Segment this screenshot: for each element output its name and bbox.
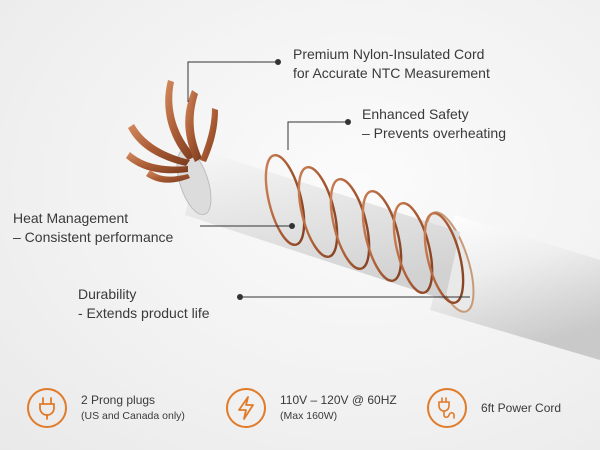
- plug-icon: [27, 388, 67, 428]
- callout-heat: Heat Management – Consistent performance: [13, 209, 173, 247]
- callout-safety-line1: Enhanced Safety: [362, 106, 469, 122]
- feature-cord: 6ft Power Cord: [427, 378, 561, 438]
- callout-cord-line2: for Accurate NTC Measurement: [293, 65, 490, 81]
- callout-durability-line1: Durability: [78, 286, 137, 302]
- feature-voltage-subtitle: (Max 160W): [280, 410, 338, 422]
- callout-cord: Premium Nylon-Insulated Cord for Accurat…: [293, 45, 490, 83]
- feature-voltage-title: 110V – 120V @ 60HZ: [280, 393, 397, 407]
- copper-coil: [264, 153, 465, 305]
- callout-cord-line1: Premium Nylon-Insulated Cord: [293, 46, 485, 62]
- callout-safety: Enhanced Safety – Prevents overheating: [362, 105, 506, 143]
- lightning-icon: [226, 388, 266, 428]
- callout-heat-line2: – Consistent performance: [13, 229, 174, 245]
- callout-safety-line2: – Prevents overheating: [362, 125, 506, 141]
- heating-cable-graphic: [126, 59, 600, 360]
- power-cord-icon: [427, 388, 467, 428]
- callout-durability-line2: - Extends product life: [78, 305, 210, 321]
- feature-voltage: 110V – 120V @ 60HZ (Max 160W): [226, 378, 397, 438]
- inner-tube: [176, 148, 460, 300]
- feature-cord-title: 6ft Power Cord: [481, 401, 562, 415]
- callout-heat-line1: Heat Management: [13, 210, 129, 226]
- feature-plug-subtitle: (US and Canada only): [81, 410, 185, 422]
- feature-plug-title: 2 Prong plugs: [81, 393, 156, 407]
- callout-leaders: [187, 59, 470, 300]
- callout-durability: Durability - Extends product life: [78, 285, 210, 323]
- feature-bar: 2 Prong plugs (US and Canada only) 110V …: [0, 368, 600, 450]
- feature-plug: 2 Prong plugs (US and Canada only): [27, 378, 185, 438]
- copper-strands: [126, 80, 218, 183]
